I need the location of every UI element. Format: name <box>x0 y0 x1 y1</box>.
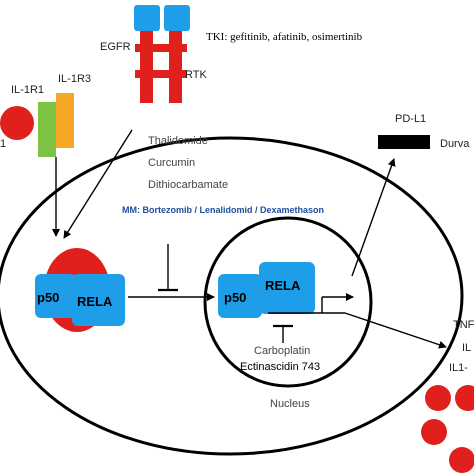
rela-nuc-box <box>259 262 315 314</box>
il1-receptor <box>0 93 74 157</box>
rtk-label: RTK <box>185 69 207 81</box>
nucleus-membrane <box>203 216 373 388</box>
pathway-lines <box>52 129 447 349</box>
thalidomide-label: Thalidomide <box>148 135 208 147</box>
egfr-bar-left <box>140 31 153 103</box>
egfr-head-right <box>164 5 190 31</box>
cytoplasm-nfkb-complex <box>35 248 125 332</box>
il-cut-label: IL <box>462 342 471 354</box>
dithiocarbamate-label: Dithiocarbamate <box>148 179 228 191</box>
rela-nuc-label: RELA <box>265 278 301 293</box>
tnf-cut-label: TNF <box>453 319 474 331</box>
egfr-label: EGFR <box>100 41 131 53</box>
pdl1-bar <box>378 135 430 149</box>
cytokine-dot <box>421 419 447 445</box>
pdl1-expression-arrow <box>351 158 396 277</box>
nucleus-nfkb-complex <box>218 262 315 318</box>
il1-ligand <box>0 106 34 140</box>
cell-membrane <box>0 136 464 456</box>
il1r3-bar <box>56 93 74 148</box>
rela-cyto-box <box>72 274 125 326</box>
cytokine-dot <box>425 385 451 411</box>
cytokine-expression-arrow <box>344 312 447 349</box>
p50-nuc-box <box>218 274 262 318</box>
il1r1-bar <box>38 102 56 157</box>
mm-drugs-label: MM: Bortezomib / Lenalidomid / Dexametha… <box>122 205 324 215</box>
il1r1-label: IL-1R1 <box>11 84 44 96</box>
il1r-cut-label: 1 <box>0 138 6 150</box>
curcumin-label: Curcumin <box>148 157 195 169</box>
p50-cyto-label: p50 <box>37 290 59 305</box>
egfr-bar-right <box>169 31 182 103</box>
p50-cyto-box <box>35 274 77 318</box>
egfr-head-left <box>134 5 160 31</box>
carboplatin-label: Carboplatin <box>254 345 310 357</box>
tki-label: TKI: gefitinib, afatinib, osimertinib <box>206 31 363 43</box>
secreted-cytokines <box>421 385 474 473</box>
ectinascidin-label: Ectinascidin 743 <box>240 361 320 373</box>
egfr-cross-bottom <box>135 70 187 78</box>
nucleus-label: Nucleus <box>270 398 310 410</box>
il1-cut-label: IL1- <box>449 362 468 374</box>
pdl1-label: PD-L1 <box>395 113 426 125</box>
durva-label: Durva <box>440 138 470 150</box>
p50-nuc-label: p50 <box>224 290 246 305</box>
egfr-receptor <box>134 5 190 103</box>
rela-cyto-label: RELA <box>77 294 113 309</box>
egfr-cross-top <box>135 44 187 52</box>
cytokine-dot <box>449 447 474 473</box>
labels: IL-1R1 IL-1R3 1 EGFR RTK TKI: gefitinib,… <box>0 31 474 410</box>
cytokine-dot <box>455 385 474 411</box>
egfr-to-complex-arrow <box>63 129 133 239</box>
il1r3-label: IL-1R3 <box>58 73 91 85</box>
